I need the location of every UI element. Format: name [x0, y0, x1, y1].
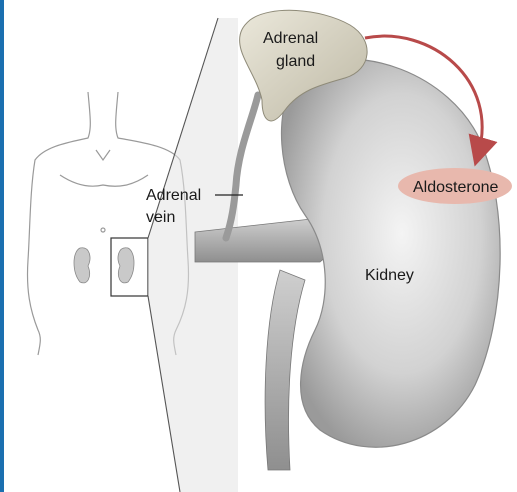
ureter [265, 270, 305, 470]
torso-kidney-right [118, 248, 134, 283]
label-adrenal-vein-2: vein [146, 209, 175, 226]
label-aldosterone: Aldosterone [413, 179, 498, 196]
torso-kidney-left [74, 248, 90, 283]
label-adrenal-gland-2: gland [276, 53, 315, 70]
frame-accent-bar [0, 0, 4, 492]
torso-kidneys [74, 248, 134, 283]
label-kidney: Kidney [365, 267, 414, 284]
label-adrenal-gland-1: Adrenal [263, 30, 318, 47]
label-adrenal-vein-1: Adrenal [146, 187, 201, 204]
